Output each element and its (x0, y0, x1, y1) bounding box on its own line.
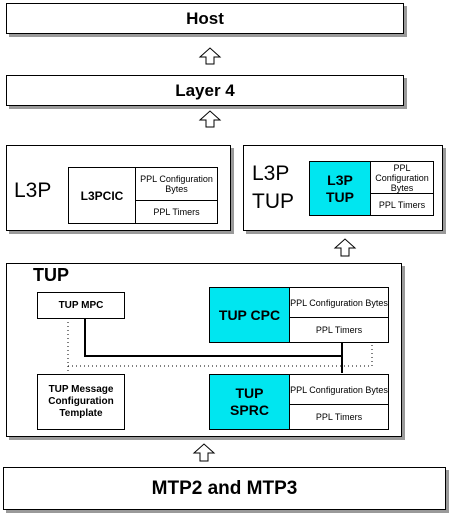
tup-sprc-ppl-timers: PPL Timers (315, 412, 363, 422)
l3p-tup-title-line2: TUP (252, 190, 294, 213)
l3p-tup-title: L3P TUP (252, 160, 294, 216)
tup-msg-template-box: TUP Message Configuration Template (37, 374, 125, 430)
arrow-up-icon (198, 110, 222, 128)
tup-cpc-label: TUP CPC (210, 288, 290, 342)
arrow-up-icon (192, 443, 216, 462)
l3p-tup-box: L3P TUP L3P TUP PPL Configuration Bytes … (243, 145, 443, 231)
l3pcic-box: L3PCIC PPL Configuration Bytes PPL Timer… (68, 167, 218, 224)
l3p-tup-inner-label: L3P TUP (310, 162, 371, 215)
tup-mpc-box: TUP MPC (37, 292, 125, 319)
l3p-tup-inner-line1: L3P (327, 171, 353, 188)
tup-box: TUP TUP MPC TUP CPC PPL Configuration By… (6, 263, 402, 437)
tup-cpc-ppl-config: PPL Configuration Bytes (290, 288, 388, 318)
l3p-tup-inner-box: L3P TUP PPL Configuration Bytes PPL Time… (309, 161, 434, 216)
tup-mpc-label: TUP MPC (58, 300, 104, 311)
layer4-box: Layer 4 (6, 75, 404, 106)
tup-sprc-box: TUP SPRC PPL Configuration Bytes PPL Tim… (209, 374, 389, 430)
mtp-box: MTP2 and MTP3 (3, 467, 446, 510)
l3p-tup-ppl-timers: PPL Timers (378, 199, 426, 210)
tup-sprc-line2: SPRC (230, 402, 269, 418)
tup-dotted-line (67, 318, 373, 367)
mtp-label: MTP2 and MTP3 (151, 477, 298, 499)
l3p-ppl-timers: PPL Timers (153, 207, 200, 217)
tup-sprc-ppl-config: PPL Configuration Bytes (290, 375, 388, 405)
tup-bus-line (84, 318, 343, 357)
host-label: Host (186, 8, 224, 28)
arrow-up-icon (333, 238, 357, 257)
layer4-label: Layer 4 (175, 80, 235, 100)
tup-cpc-box: TUP CPC PPL Configuration Bytes PPL Time… (209, 287, 389, 343)
tup-sprc-line1: TUP (235, 385, 264, 401)
l3p-tup-ppl-config: PPL Configuration Bytes (371, 162, 433, 194)
l3p-box: L3P L3PCIC PPL Configuration Bytes PPL T… (6, 145, 231, 231)
tup-cpc-ppl-timers: PPL Timers (315, 325, 363, 335)
host-box: Host (6, 3, 404, 34)
l3p-ppl-config: PPL Configuration Bytes (136, 168, 217, 201)
l3pcic-label: L3PCIC (69, 168, 136, 223)
tup-sprc-label: TUP SPRC (210, 375, 290, 429)
l3p-tup-title-line1: L3P (252, 162, 290, 185)
l3p-title: L3P (14, 179, 52, 202)
arrow-up-icon (198, 47, 222, 65)
tup-title: TUP (33, 265, 69, 285)
tup-msg-template-label: TUP Message Configuration Template (48, 384, 114, 419)
l3p-tup-inner-line2: TUP (326, 188, 354, 205)
